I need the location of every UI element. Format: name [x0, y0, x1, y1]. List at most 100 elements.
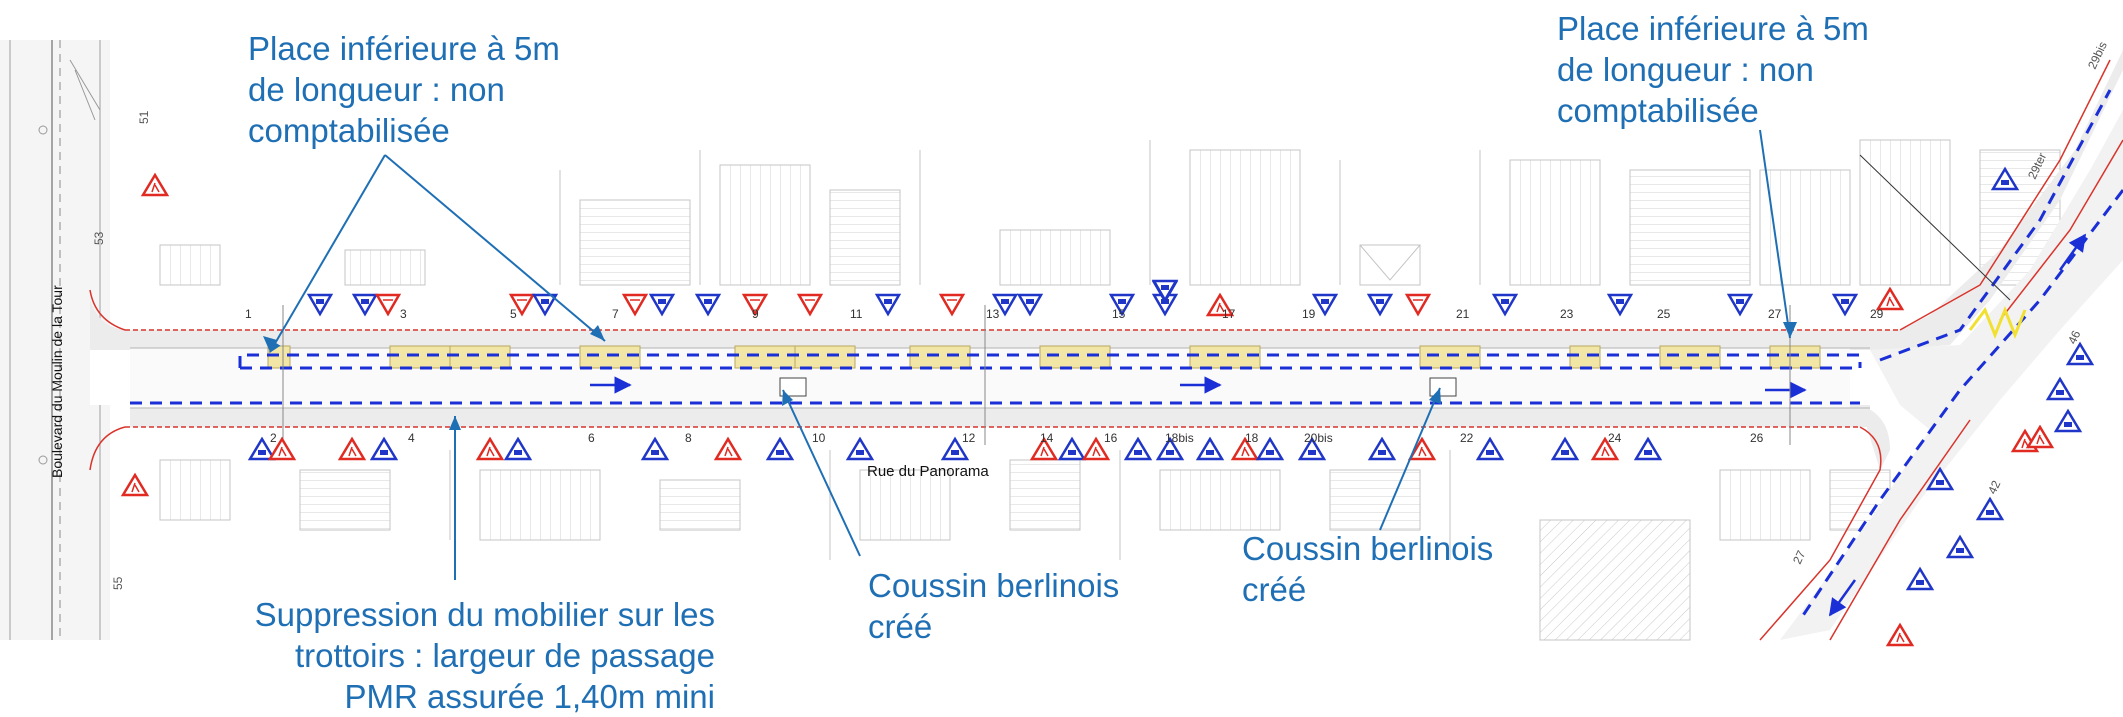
give-way-triangle-icon — [796, 293, 824, 317]
house-number: 22 — [1460, 431, 1474, 445]
parking-bay-sign-icon — [1945, 534, 1975, 559]
parking-bay-sign-icon — [1975, 496, 2005, 521]
parking-bay-sign-icon — [351, 293, 379, 317]
pedestrian-warning-icon — [267, 436, 297, 461]
give-way-triangle-icon — [1404, 293, 1432, 317]
parking-bay-sign-icon — [1297, 436, 1327, 461]
house-number: 8 — [685, 431, 692, 445]
pedestrian-warning-icon — [475, 436, 505, 461]
callout-line: trottoirs : largeur de passage — [294, 637, 715, 674]
house-number: 18bis — [1165, 431, 1194, 445]
pedestrian-warning-icon — [1205, 292, 1235, 317]
zigzag-marking — [1968, 305, 2027, 340]
angle-leader — [1859, 154, 2011, 301]
berlin-cushion-2 — [1429, 377, 1457, 397]
callout-line: Coussin berlinois — [1242, 530, 1494, 567]
parking-bay-sign-icon — [845, 436, 875, 461]
parking-bay-sign-icon — [1108, 293, 1136, 317]
parking-bay-sign-icon — [1311, 293, 1339, 317]
house-number: 14 — [1040, 431, 1054, 445]
callout-sidewalk: Suppression du mobilier sur les trottoir… — [255, 594, 715, 717]
direction-arrows — [590, 233, 2087, 617]
house-number: 11 — [850, 307, 863, 321]
parking-bay-sign-icon — [1057, 436, 1087, 461]
berlin-cushion-1 — [779, 377, 807, 397]
parking-bay-sign-icon — [1491, 293, 1519, 317]
parking-bay-sign-icon — [1475, 436, 1505, 461]
parking-bay-sign-icon — [2045, 376, 2075, 401]
house-number: 25 — [1657, 307, 1671, 321]
parking-bay-sign-icon — [1151, 279, 1179, 303]
street-number: 42 — [1985, 478, 2003, 496]
direction-arrow-icon — [1828, 579, 1857, 617]
house-number: 7 — [612, 307, 619, 321]
parking-bay-sign-icon — [1831, 293, 1859, 317]
parking-bay-sign-icon — [1925, 466, 1955, 491]
street-name-main: Rue du Panorama — [867, 463, 989, 480]
house-number: 18 — [1245, 431, 1259, 445]
pedestrian-warning-icon — [1885, 622, 1915, 647]
boulevard-number: 55 — [111, 576, 125, 590]
berlin-cushions — [779, 377, 1457, 397]
callout-line: créé — [1242, 571, 1307, 608]
pedestrian-warning-icon — [713, 436, 743, 461]
parking-bay-sign-icon — [1606, 293, 1634, 317]
callout-line: comptabilisée — [1557, 92, 1759, 129]
house-number: 10 — [812, 431, 826, 445]
house-number: 6 — [588, 431, 595, 445]
callout-line: de longueur : non — [248, 71, 505, 108]
parking-bay-sign-icon — [1905, 566, 1935, 591]
pedestrian-warning-icon — [120, 472, 150, 497]
traffic-signs — [120, 166, 2095, 647]
house-number: 23 — [1560, 307, 1574, 321]
parking-bay-sign-icon — [991, 293, 1019, 317]
house-number: 16 — [1104, 431, 1118, 445]
callout-line: PMR assurée 1,40m mini — [344, 678, 715, 715]
lane-markings — [130, 89, 2123, 621]
parking-bay-sign-icon — [765, 436, 795, 461]
give-way-triangle-icon — [741, 293, 769, 317]
house-number: 13 — [986, 307, 1000, 321]
parking-bay-sign-icon — [1550, 436, 1580, 461]
parking-bay-sign-icon — [1990, 166, 2020, 191]
callout-line: Coussin berlinois — [868, 567, 1120, 604]
parking-bay-sign-icon — [531, 293, 559, 317]
house-number: 3 — [400, 307, 407, 321]
callout-cushion-1: Coussin berlinois créé — [868, 565, 1119, 647]
callout-line: Suppression du mobilier sur les — [254, 596, 715, 633]
parking-bay-sign-icon — [306, 293, 334, 317]
parking-bay-sign-icon — [640, 436, 670, 461]
callout-line: comptabilisée — [248, 112, 450, 149]
street-number: 46 — [2065, 328, 2083, 346]
callout-leaders — [269, 129, 1791, 580]
parking-bay-sign-icon — [369, 436, 399, 461]
boulevard-number: 53 — [92, 231, 106, 245]
give-way-triangle-icon — [508, 293, 536, 317]
parking-bay-sign-icon — [247, 436, 277, 461]
pedestrian-warning-icon — [1875, 286, 1905, 311]
house-number: 27 — [1768, 307, 1782, 321]
parking-bay-sign-icon — [1366, 293, 1394, 317]
street-name-boulevard: Boulevard du Moulin de la Tour — [49, 285, 65, 478]
parking-bay-sign-icon — [2053, 408, 2083, 433]
give-way-triangle-icon — [374, 293, 402, 317]
give-way-triangle-icon — [938, 293, 966, 317]
parking-bay-sign-icon — [694, 293, 722, 317]
parcels-north — [159, 139, 2061, 286]
pedestrian-warning-icon — [1407, 436, 1437, 461]
pedestrian-warning-icon — [337, 436, 367, 461]
parking-bay-sign-icon — [874, 293, 902, 317]
parking-bay-sign-icon — [1255, 436, 1285, 461]
callout-parking-left: Place inférieure à 5m de longueur : non … — [248, 28, 560, 151]
house-number: 5 — [510, 307, 517, 321]
callout-line: créé — [868, 608, 933, 645]
parking-bay-sign-icon — [1633, 436, 1663, 461]
parking-bay-sign-icon — [503, 436, 533, 461]
house-number: 17 — [1222, 307, 1236, 321]
pedestrian-warning-icon — [2025, 424, 2055, 449]
parking-bay-sign-icon — [648, 293, 676, 317]
